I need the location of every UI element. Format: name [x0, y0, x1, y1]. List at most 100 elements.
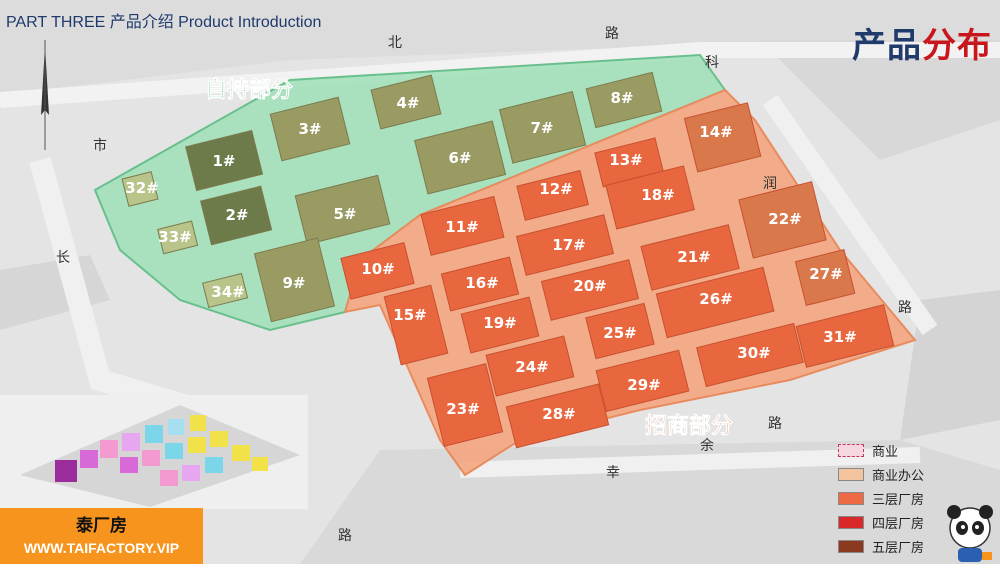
building-10	[340, 242, 415, 300]
legend-item: 五层厂房	[838, 536, 998, 556]
building-label: 19#	[483, 314, 516, 332]
road-label: 路	[768, 416, 782, 432]
legend-label: 七层厂房	[872, 561, 924, 564]
building-label: 10#	[361, 260, 394, 278]
legend-label: 商业办公	[872, 468, 925, 484]
panda-mascot-icon	[947, 505, 993, 562]
building-label: 8#	[610, 89, 633, 107]
road-label: 余	[700, 437, 714, 454]
building-23	[426, 363, 504, 447]
legend-swatch	[838, 467, 864, 481]
building-label: 2#	[225, 206, 248, 224]
building-label: 14#	[699, 123, 732, 141]
building-label: 30#	[737, 344, 770, 362]
building-5	[294, 174, 391, 246]
road-label: 长	[56, 250, 70, 266]
building-7	[498, 91, 587, 164]
building-22	[738, 181, 827, 259]
north-arrow-icon	[41, 40, 49, 150]
building-label: 9#	[282, 274, 305, 292]
building-label: 4#	[396, 94, 419, 112]
legend-swatch	[838, 443, 864, 457]
building-4	[370, 74, 442, 130]
building-14	[683, 102, 762, 173]
road-label: 幸	[606, 465, 620, 481]
page-title: 产品分布	[852, 18, 992, 67]
section-header: PART THREE 产品介绍 Product Introduction	[6, 14, 322, 31]
legend-swatch	[838, 515, 864, 529]
legend-label: 五层厂房	[872, 540, 925, 556]
building-label: 18#	[641, 186, 674, 204]
building-label: 6#	[448, 149, 471, 167]
building-label: 27#	[809, 265, 842, 283]
building-19	[460, 296, 540, 354]
road-label: 科	[705, 55, 719, 71]
building-label: 7#	[530, 119, 553, 137]
building-30	[696, 322, 804, 388]
brand-url[interactable]: WWW.TAIFACTORY.VIP	[23, 540, 180, 556]
building-label: 23#	[446, 400, 479, 418]
building-label: 28#	[542, 405, 575, 423]
building-21	[640, 224, 740, 291]
building-31	[795, 304, 895, 368]
building-9	[253, 237, 336, 323]
building-11	[420, 195, 505, 256]
road-label: 路	[605, 26, 619, 42]
building-26	[655, 266, 775, 339]
building-25	[585, 302, 655, 360]
brand-name: 泰厂房	[76, 516, 127, 536]
building-label: 16#	[465, 274, 498, 292]
legend-item: 商业办公	[838, 464, 998, 484]
road-label: 润	[763, 176, 777, 192]
building-label: 17#	[552, 236, 585, 254]
building-1	[185, 129, 264, 192]
building-3	[269, 96, 351, 162]
legend-label: 三层厂房	[872, 492, 925, 508]
building-label: 20#	[573, 277, 606, 295]
building-label: 26#	[699, 290, 732, 308]
building-29	[595, 349, 690, 413]
building-label: 12#	[539, 180, 572, 198]
building-16	[440, 256, 520, 312]
road-label: 路	[898, 300, 912, 316]
building-label: 13#	[609, 151, 642, 169]
building-8	[585, 71, 663, 129]
building-label: 1#	[212, 152, 235, 170]
building-label: 3#	[298, 120, 321, 138]
building-2	[199, 185, 273, 246]
aerial-render-image	[0, 395, 308, 509]
legend-label: 商业	[872, 444, 899, 460]
legend-swatch	[838, 539, 864, 553]
building-label: 11#	[445, 218, 478, 236]
building-label: 29#	[627, 376, 660, 394]
road-label: 北	[388, 35, 402, 51]
building-6	[414, 120, 507, 195]
building-15	[383, 284, 449, 366]
building-label: 25#	[603, 324, 636, 342]
building-18	[605, 165, 695, 230]
building-label: 21#	[677, 248, 710, 266]
building-17	[515, 214, 615, 276]
3d-render-inset	[0, 395, 308, 509]
building-label: 22#	[768, 210, 801, 228]
building-label: 33#	[158, 228, 191, 246]
building-label: 15#	[393, 306, 426, 324]
building-label: 31#	[823, 328, 856, 346]
building-27	[794, 248, 856, 306]
building-label: 5#	[333, 205, 356, 223]
building-34	[202, 272, 249, 309]
title-part-2: 分布	[922, 26, 992, 66]
building-label: 34#	[211, 283, 244, 301]
brand-badge[interactable]: 泰厂房 WWW.TAIFACTORY.VIP	[0, 508, 203, 564]
building-label: 32#	[125, 179, 158, 197]
building-32	[121, 171, 159, 207]
legend-swatch	[838, 491, 864, 505]
road-label: 路	[338, 528, 352, 544]
investment-zone-label: 招商部分	[645, 413, 733, 439]
legend-item: 四层厂房	[838, 512, 998, 532]
self-held-zone-label: 自持部分	[205, 77, 293, 103]
legend-label: 四层厂房	[872, 516, 925, 532]
building-24	[485, 335, 575, 397]
